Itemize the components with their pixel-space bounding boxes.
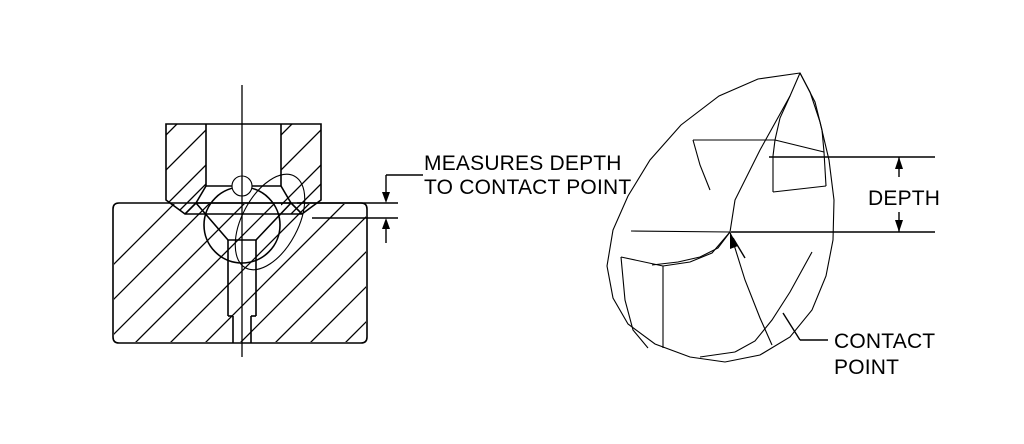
top-right-facets — [772, 72, 827, 193]
contact-point-line-1: CONTACT — [834, 330, 935, 353]
lower-left-facets — [620, 256, 664, 349]
faceted-body-outline — [606, 72, 835, 363]
depth-label: DEPTH — [868, 187, 940, 210]
central-ridge-edges — [651, 95, 791, 267]
contact-ellipse — [234, 173, 306, 271]
upper-body-right-hatching — [281, 124, 321, 214]
contact-point-leader — [782, 312, 828, 341]
upper-body-left-hatching — [166, 124, 206, 214]
contact-point-line-2: POINT — [834, 356, 899, 379]
mid-facet-edge — [630, 230, 731, 233]
contact-point-arrow — [730, 232, 746, 259]
depth-gap-dimension — [297, 174, 423, 243]
depth-dimension: DEPTH — [731, 156, 940, 233]
contact-point-annotation: CONTACT POINT — [834, 330, 935, 379]
measures-depth-annotation: MEASURES DEPTH TO CONTACT POINT — [424, 152, 631, 199]
measures-depth-line-2: TO CONTACT POINT — [424, 176, 631, 199]
left-sectional-assembly-view — [112, 85, 423, 357]
measures-depth-line-1: MEASURES DEPTH — [424, 152, 622, 175]
lower-right-facets — [699, 231, 813, 358]
upper-left-facet-band — [692, 139, 775, 191]
lower-block-section-hatching — [114, 204, 366, 342]
probe-stem — [227, 240, 257, 343]
lower-workpiece-block — [112, 202, 368, 344]
right-faceted-part-pictorial: DEPTH CONTACT POINT — [606, 72, 940, 379]
